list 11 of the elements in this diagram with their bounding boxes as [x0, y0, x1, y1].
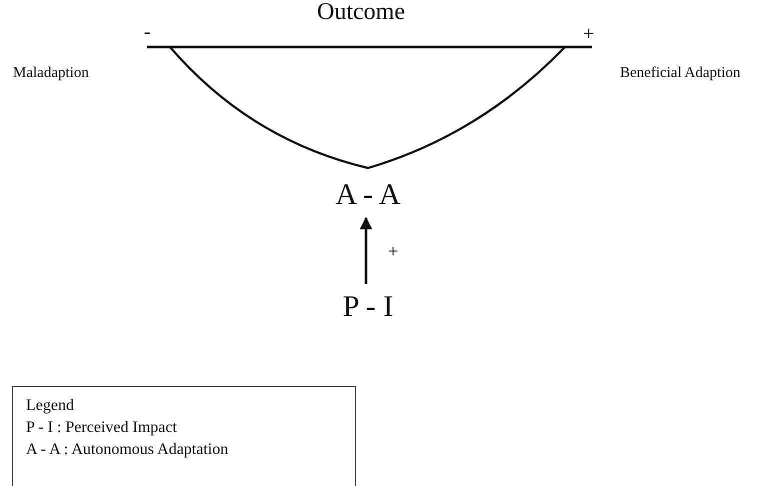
scale-title: Outcome [317, 0, 405, 24]
legend-entry: A - A : Autonomous Adaptation [26, 442, 228, 458]
arrow [360, 216, 372, 284]
minus-sign: - [144, 22, 151, 42]
legend-entry: P - I : Perceived Impact [26, 420, 177, 436]
node-label: A - A [336, 180, 400, 210]
scale-end-label: Maladaption [13, 66, 89, 81]
plus-sign: + [583, 24, 594, 44]
legend-heading: Legend [26, 398, 74, 414]
scale-end-label: Beneficial Adaption [620, 66, 740, 81]
node-label: P - I [342, 292, 394, 322]
